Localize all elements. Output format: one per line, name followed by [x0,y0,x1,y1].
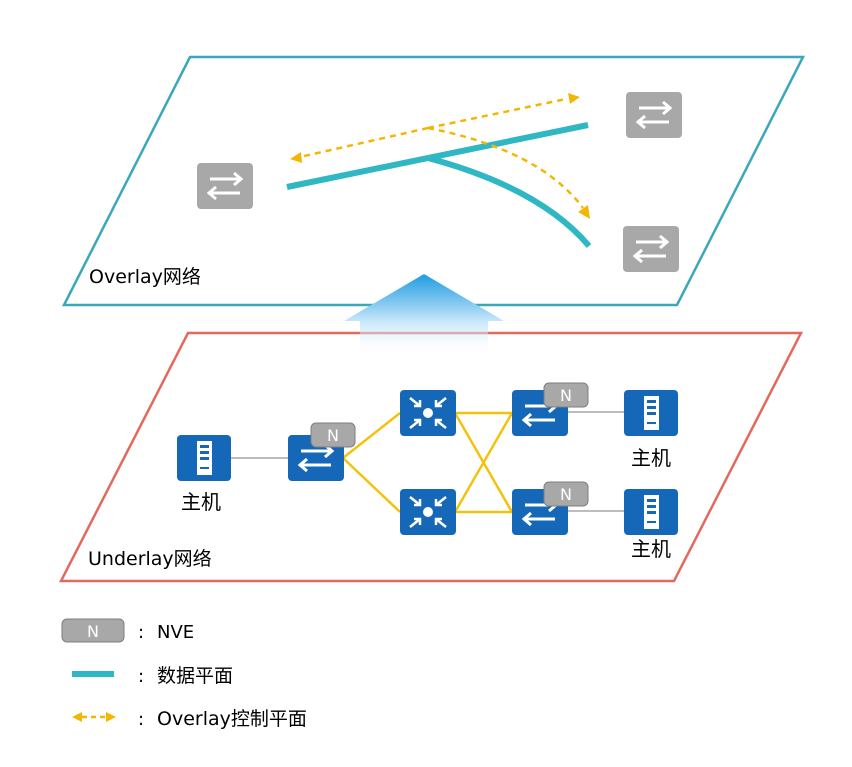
nve-badge-top-right-text: N [560,386,572,405]
overlay-switch-left [195,161,255,211]
legend-control-arrow-right [106,712,116,722]
underlay-links [342,411,514,514]
legend-colon-3: : [138,709,144,730]
nve-badge-bottom-right-text: N [560,485,572,504]
legend-colon-2: : [138,666,144,687]
control-line-right [427,97,567,130]
overlay-data-line-main [286,122,589,190]
control-arrowhead-right [568,93,580,104]
legend-control-plane-text: Overlay控制平面 [157,708,307,730]
legend-nve-text: NVE [157,622,194,643]
host-left [177,435,231,481]
core-router-top [398,388,458,438]
legend-colon-1: : [138,622,144,643]
host-bottom-right-label: 主机 [631,537,671,561]
overlay-plane [61,55,806,307]
up-arrow [344,274,504,356]
legend-control-arrow-left [72,712,82,722]
host-top-right [624,390,678,436]
underlay-plane [58,331,804,583]
core-router-bottom [398,487,458,537]
overlay-switch-top-right [624,90,684,140]
control-arrowhead-left [290,152,302,163]
nve-badge-left-text: N [327,426,339,445]
overlay-label: Overlay网络 [89,266,201,288]
legend: N : NVE : 数据平面 : Overlay控制平面 [61,618,307,730]
host-bottom-right [624,489,678,535]
overlay-data-line-branch [427,155,592,248]
host-left-label: 主机 [181,490,221,514]
overlay-switch-bottom-right [621,224,681,274]
control-line-branch [427,126,585,209]
underlay-label: Underlay网络 [88,548,212,570]
legend-data-plane-text: 数据平面 [157,665,233,687]
legend-nve-badge [61,618,125,643]
control-arrowhead-branch [578,205,590,219]
host-top-right-label: 主机 [631,446,671,470]
legend-nve-badge-text: N [87,622,99,641]
